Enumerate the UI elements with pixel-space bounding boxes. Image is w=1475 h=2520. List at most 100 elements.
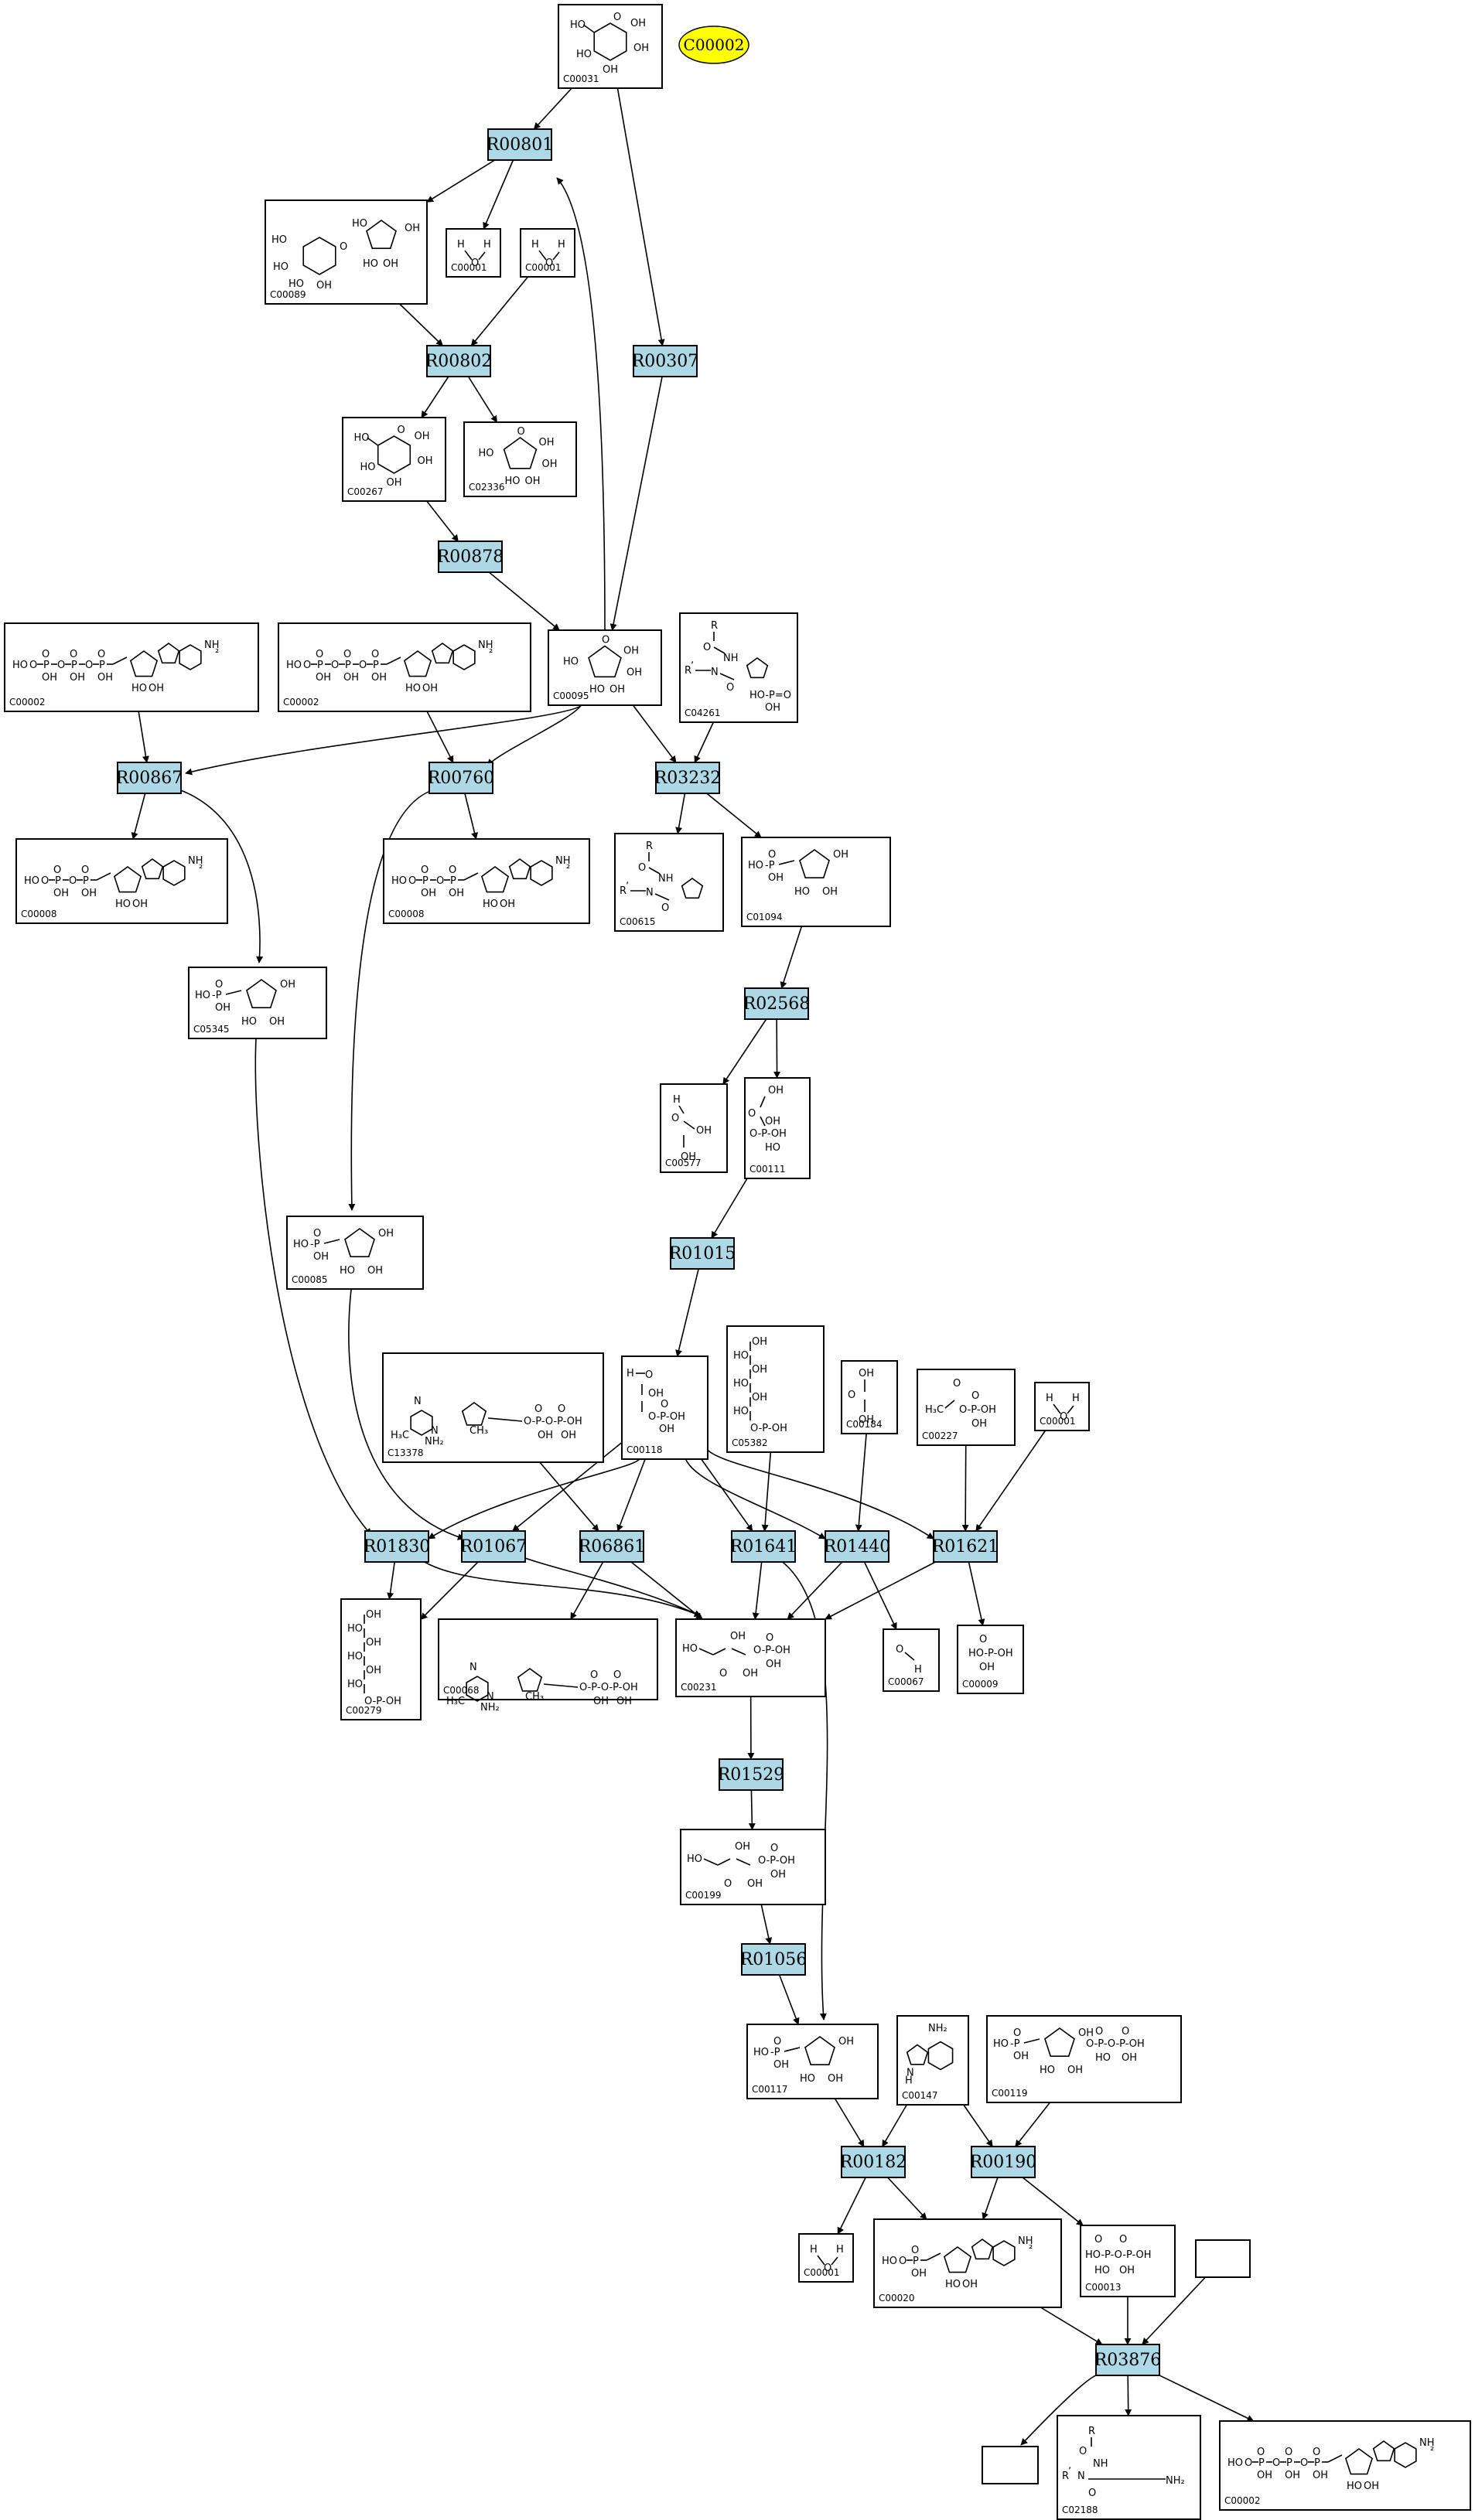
compound-empty[interactable] [982,2446,1039,2484]
reaction-R00867[interactable]: R00867 [116,762,183,794]
reaction-label: R00307 [632,352,699,371]
svg-text:HO: HO [753,2047,769,2058]
svg-text:HO-P-OH: HO-P-OH [968,1648,1013,1659]
reaction-R01067[interactable]: R01067 [460,1530,528,1563]
reaction-R03232[interactable]: R03232 [654,762,722,794]
highlight-compound[interactable]: C00002 [678,26,749,64]
reaction-R00190[interactable]: R00190 [970,2146,1037,2178]
reaction-R01056[interactable]: R01056 [740,1943,807,1976]
compound-box [726,1325,825,1453]
svg-text:O: O [1122,2026,1129,2037]
compound-id: C00147 [902,2090,938,2101]
svg-text:O: O [703,642,711,653]
svg-text:H₃C: H₃C [446,1696,465,1707]
svg-text:HO: HO [1095,2052,1111,2064]
compound-box [680,1829,826,1905]
svg-text:HO: HO [800,2073,815,2085]
reaction-R06861[interactable]: R06861 [579,1530,646,1563]
edge-n_C01094-to-R02568 [780,926,803,989]
reaction-R02568[interactable]: R02568 [743,987,811,1020]
svg-text:HO: HO [289,278,304,290]
svg-text:O: O [85,660,93,671]
edge-R01641-to-n_C00117 [782,1561,828,2020]
svg-text:OH: OH [500,899,515,910]
reaction-R00760[interactable]: R00760 [428,762,495,794]
reaction-R01621[interactable]: R01621 [932,1530,999,1563]
svg-text:HO: HO [1094,2265,1110,2276]
reaction-label: R01621 [932,1537,999,1557]
svg-text:N: N [487,1691,494,1703]
reaction-box [741,1943,806,1976]
reaction-R03876[interactable]: R03876 [1094,2344,1162,2376]
svg-text:P: P [373,660,379,671]
reaction-R00878[interactable]: R00878 [437,540,504,573]
edge-R01440-to-n_C00231 [787,1561,843,1620]
svg-text:P: P [450,875,456,887]
reaction-R01440[interactable]: R01440 [824,1530,891,1563]
edge-n_C00118-to-R06861 [616,1458,646,1532]
reaction-R01015[interactable]: R01015 [669,1237,736,1270]
reaction-label: R01529 [718,1765,785,1785]
edge-n_C00095-to-R00801 [556,177,606,631]
compound-box [741,837,891,927]
reaction-R00182[interactable]: R00182 [840,2146,907,2178]
reaction-box [1095,2344,1160,2376]
edge-R01015-to-n_C00118 [675,1268,699,1357]
edge-R00801-to-n_C00001a [483,159,514,230]
reaction-label: R06861 [579,1537,646,1557]
svg-text:R: R [711,620,718,632]
reaction-R00307[interactable]: R00307 [632,345,699,377]
svg-text:O-P-OH: O-P-OH [753,1645,790,1656]
reaction-R01641[interactable]: R01641 [730,1530,797,1563]
reaction-label: R00760 [428,769,495,788]
compound-box [446,228,501,278]
svg-text:O: O [81,864,89,876]
reaction-R01830[interactable]: R01830 [364,1530,431,1563]
compound-empty[interactable] [1195,2239,1251,2278]
reaction-R00802[interactable]: R00802 [425,345,493,377]
reaction-R00801[interactable]: R00801 [487,128,554,161]
reaction-label: R00801 [487,135,554,155]
reaction-R01529[interactable]: R01529 [718,1758,785,1791]
